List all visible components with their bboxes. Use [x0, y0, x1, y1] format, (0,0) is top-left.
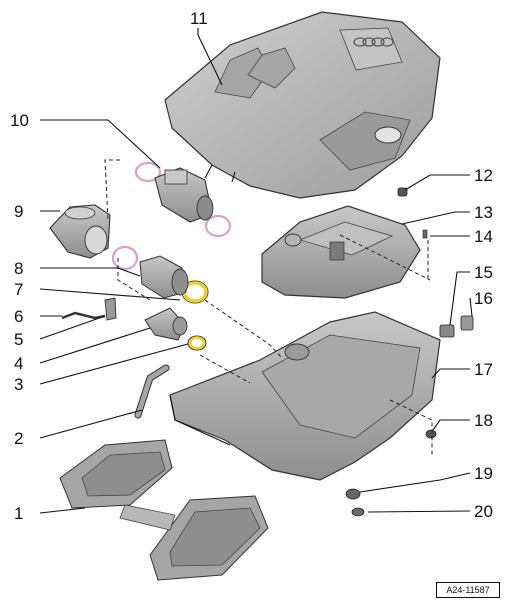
callout-12: 12 [474, 166, 493, 185]
bracket-clip [460, 315, 474, 331]
mounting-bracket [104, 297, 117, 321]
callout-15: 15 [474, 263, 493, 282]
air-filter-housing [169, 311, 441, 481]
leader-lines [39, 28, 473, 514]
rubber-mount [439, 324, 455, 338]
o-ring-small [187, 335, 207, 351]
resonator-box [261, 205, 421, 299]
assembly-guide-lines [104, 159, 433, 455]
air-intake-duct [59, 439, 269, 581]
callout-13: 13 [474, 203, 493, 222]
callout-11: 11 [190, 9, 208, 28]
figure-reference-code: A24-11587 [436, 582, 500, 598]
callout-4: 4 [14, 354, 23, 373]
callout-1: 1 [14, 504, 23, 523]
callout-6: 6 [14, 307, 23, 326]
callout-labels: 1 2 3 4 5 6 7 8 9 10 11 12 13 14 15 16 1… [10, 9, 493, 523]
callout-16: 16 [474, 289, 493, 308]
air-mass-meter [154, 167, 214, 223]
callout-14: 14 [474, 227, 493, 246]
damper [351, 507, 365, 517]
breather-hose [134, 364, 170, 419]
clip [422, 229, 428, 239]
callout-7: 7 [14, 280, 23, 299]
callout-10: 10 [10, 111, 29, 130]
intake-pipe [139, 255, 189, 299]
callout-9: 9 [14, 202, 23, 221]
callout-8: 8 [14, 259, 23, 278]
air-duct-elbow [49, 204, 111, 259]
screw [425, 429, 437, 439]
brand-rings-emblem [353, 37, 394, 47]
pipe-connector [144, 307, 188, 341]
callout-20: 20 [474, 502, 493, 521]
wiring-lead [61, 311, 106, 320]
o-ring-pink [111, 161, 232, 271]
callout-19: 19 [474, 464, 493, 483]
callout-17: 17 [474, 360, 493, 379]
callout-3: 3 [14, 375, 23, 394]
grommet [397, 187, 408, 197]
engine-cover [164, 11, 441, 199]
damper-ring [345, 488, 361, 500]
callout-5: 5 [14, 330, 23, 349]
callout-2: 2 [14, 429, 23, 448]
callout-18: 18 [474, 411, 493, 430]
